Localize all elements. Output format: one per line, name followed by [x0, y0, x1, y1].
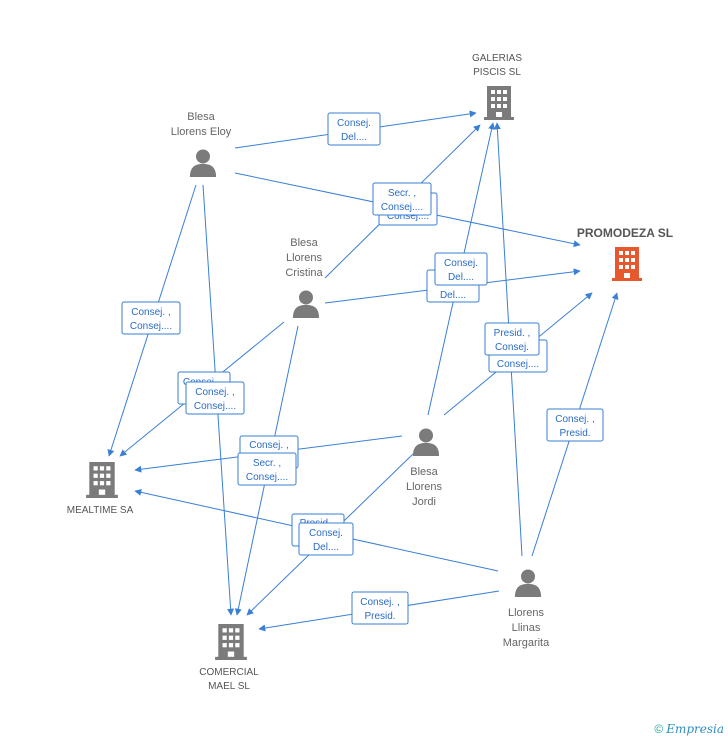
edge-labels: Consej. Del.... Consej.... Secr. , Conse…	[121, 112, 604, 625]
node-label: GALERIAS	[472, 53, 522, 64]
edge-label-line: Consej.	[444, 258, 478, 269]
edge-label-line: Consej....	[381, 202, 423, 213]
node-blesa-llorens-jordi[interactable]: Blesa Llorens Jordi	[406, 428, 443, 508]
edge-label-jordi-promodeza[interactable]: Presid. , Consej.	[484, 322, 540, 356]
person-icon	[292, 290, 320, 318]
node-label: PISCIS SL	[473, 67, 521, 78]
building-icon	[484, 86, 514, 120]
edge-label-line: Consej....	[194, 401, 236, 412]
edge-label-line: Del....	[440, 290, 466, 301]
node-blesa-llorens-cristina[interactable]: Blesa Llorens Cristina	[285, 237, 324, 318]
edge-label-margarita-promodeza[interactable]: Consej. , Presid.	[546, 408, 604, 442]
building-icon	[86, 462, 118, 498]
node-galerias-piscis-sl[interactable]: GALERIAS PISCIS SL	[472, 53, 522, 120]
node-label: Margarita	[503, 637, 550, 649]
building-icon	[612, 247, 642, 281]
node-label: Llorens Eloy	[171, 126, 232, 138]
edge-label-line: Del....	[448, 272, 474, 283]
edge-label-line: Consej....	[246, 472, 288, 483]
brand-logo[interactable]: Empresia	[666, 722, 724, 736]
node-label: Cristina	[285, 267, 323, 279]
node-label: Llinas	[512, 622, 541, 634]
building-icon	[215, 624, 247, 660]
node-llorens-llinas-margarita[interactable]: Llorens Llinas Margarita	[503, 569, 550, 649]
edge-label-line: Consej.	[309, 528, 343, 539]
node-label: Llorens	[406, 481, 443, 493]
edge-label-line: Consej. ,	[131, 307, 170, 318]
edge-label-jordi-mealtime[interactable]: Secr. , Consej....	[237, 452, 297, 486]
edge-label-line: Secr. ,	[253, 458, 281, 469]
node-label: Blesa	[290, 237, 318, 249]
node-label: COMERCIAL	[199, 667, 259, 678]
edge-label-line: Del....	[313, 542, 339, 553]
person-icon	[412, 428, 440, 456]
person-icon	[514, 569, 542, 597]
edge-label-cristina-mealtime[interactable]: Consej. , Consej....	[185, 381, 245, 415]
node-mealtime-sa[interactable]: MEALTIME SA	[67, 462, 134, 516]
node-label: MAEL SL	[208, 681, 250, 692]
node-label: Jordi	[412, 496, 436, 508]
copyright-icon: ©	[654, 722, 664, 736]
edge-label-line: Presid.	[364, 611, 395, 622]
node-label: PROMODEZA SL	[577, 226, 673, 240]
edge-label-line: Del....	[341, 132, 367, 143]
edge-label-eloy-promodeza[interactable]: Secr. , Consej....	[372, 182, 432, 216]
node-label: Blesa	[410, 466, 438, 478]
edge-label-line: Consej....	[497, 359, 539, 370]
node-label: Blesa	[187, 111, 215, 123]
edge-label-line: Consej.	[337, 118, 371, 129]
edge-label-line: Consej....	[130, 321, 172, 332]
node-label: Llorens	[508, 607, 545, 619]
node-comercial-mael-sl[interactable]: COMERCIAL MAEL SL	[199, 624, 259, 692]
person-icon	[189, 149, 217, 177]
edge-label-eloy-galerias[interactable]: Consej. Del....	[327, 112, 381, 146]
edge-label-line: Consej. ,	[555, 414, 594, 425]
node-label: Llorens	[286, 252, 323, 264]
footer-credit: ©Empresia	[654, 722, 724, 736]
node-blesa-llorens-eloy[interactable]: Blesa Llorens Eloy	[171, 111, 232, 177]
edge-label-margarita-comercial[interactable]: Consej. , Presid.	[351, 591, 409, 625]
edge-label-line: Consej.	[495, 342, 529, 353]
edge-label-cristina-promodeza[interactable]: Consej. Del....	[434, 252, 488, 286]
edge-label-margarita-mealtime[interactable]: Consej. Del....	[298, 522, 354, 556]
node-promodeza-sl[interactable]: PROMODEZA SL	[577, 226, 673, 281]
edge-label-line: Presid. ,	[494, 328, 531, 339]
edge-label-line: Consej. ,	[195, 387, 234, 398]
edge-label-line: Presid.	[559, 428, 590, 439]
edge-label-line: Consej. ,	[249, 440, 288, 451]
edge-label-line: Consej....	[387, 211, 429, 222]
edge-label-line: Consej. ,	[360, 597, 399, 608]
node-label: MEALTIME SA	[67, 505, 134, 516]
edge-label-line: Secr. ,	[388, 188, 416, 199]
edge-label-eloy-mealtime[interactable]: Consej. , Consej....	[121, 301, 181, 335]
